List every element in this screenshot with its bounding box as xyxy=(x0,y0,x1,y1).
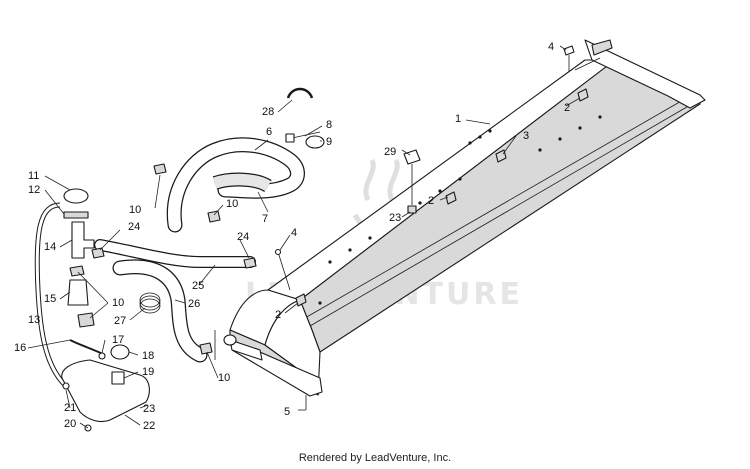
callout-11: 11 xyxy=(28,170,39,182)
clip-9 xyxy=(305,135,325,149)
callouts: 1 2 2 2 3 4 4 5 6 7 8 9 10 10 10 10 11 1… xyxy=(14,41,570,432)
callout-10-b: 10 xyxy=(226,198,238,210)
tunnel-rail xyxy=(229,39,706,397)
hose-15 xyxy=(67,279,89,306)
fitting-14 xyxy=(71,221,95,259)
callout-4-lower: 4 xyxy=(291,227,297,239)
callout-14: 14 xyxy=(44,241,56,253)
callout-10-a: 10 xyxy=(129,204,141,216)
callout-27: 27 xyxy=(114,315,126,327)
callout-2-upper: 2 xyxy=(564,102,570,114)
clamps xyxy=(69,163,257,355)
bolt-4-lower xyxy=(274,248,291,291)
callout-24-b: 24 xyxy=(237,231,249,243)
callout-4-top: 4 xyxy=(548,41,554,53)
heat-exchanger-fitting xyxy=(214,330,263,361)
hose-7 xyxy=(212,172,272,193)
callout-19: 19 xyxy=(142,366,154,378)
callout-26: 26 xyxy=(188,298,200,310)
hose-6 xyxy=(166,137,305,233)
hose-26 xyxy=(112,259,208,363)
callout-2-lower: 2 xyxy=(275,309,281,321)
grommet-17 xyxy=(98,352,106,360)
neck-19 xyxy=(111,371,125,385)
bolt-4-top xyxy=(563,45,575,72)
callout-29: 29 xyxy=(384,146,396,158)
callout-22: 22 xyxy=(143,420,155,432)
callout-23-upper: 23 xyxy=(389,212,401,224)
hose-25 xyxy=(94,239,256,268)
callout-28: 28 xyxy=(262,106,274,118)
callout-6: 6 xyxy=(266,126,272,138)
rail-holes xyxy=(318,115,602,305)
callout-25: 25 xyxy=(192,280,204,292)
filler-neck xyxy=(63,188,95,328)
callout-23-lower: 23 xyxy=(143,403,155,415)
callout-9: 9 xyxy=(326,136,332,148)
hose-16 xyxy=(69,339,106,356)
callout-17: 17 xyxy=(112,334,124,346)
nut-23-upper xyxy=(407,205,417,214)
render-credit: Rendered by LeadVenture, Inc. xyxy=(298,452,452,464)
callout-20: 20 xyxy=(64,418,76,430)
callout-8: 8 xyxy=(326,119,332,131)
clip-2-mid xyxy=(445,191,457,205)
callout-21: 21 xyxy=(64,402,76,414)
hose-13 xyxy=(34,202,67,387)
callout-1: 1 xyxy=(455,113,461,125)
callout-10-c: 10 xyxy=(112,297,124,309)
leader-lines xyxy=(27,45,581,429)
callout-7: 7 xyxy=(262,213,268,225)
callout-12: 12 xyxy=(28,184,40,196)
callout-24-a: 24 xyxy=(128,221,140,233)
cap-11 xyxy=(63,188,89,204)
callout-2-mid: 2 xyxy=(428,195,434,207)
callout-5: 5 xyxy=(284,406,290,418)
grommet-21 xyxy=(62,382,70,390)
cap-18 xyxy=(110,344,130,360)
callout-15: 15 xyxy=(44,293,56,305)
callout-10-d: 10 xyxy=(218,372,230,384)
callout-13: 13 xyxy=(28,314,40,326)
gasket-12 xyxy=(63,211,89,219)
callout-3: 3 xyxy=(523,130,529,142)
callout-18: 18 xyxy=(142,350,154,362)
clamp-28 xyxy=(286,87,314,99)
spring-27 xyxy=(139,292,161,314)
tank-22 xyxy=(61,359,150,423)
callout-16: 16 xyxy=(14,342,26,354)
